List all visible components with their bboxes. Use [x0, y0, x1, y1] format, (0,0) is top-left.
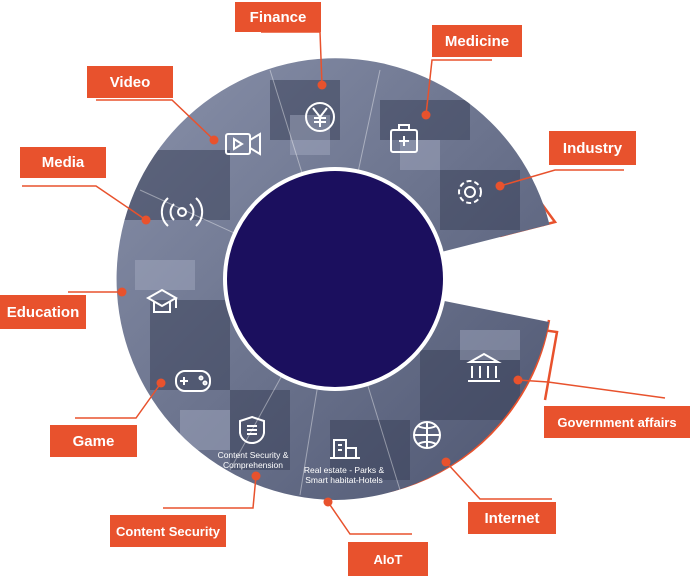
globe-icon [413, 421, 441, 449]
label-video: Video [87, 66, 173, 98]
content-security-wedge-line1: Content Security & [218, 450, 289, 460]
gamepad-icon [175, 370, 211, 392]
building-icon [330, 439, 360, 459]
label-medicine: Medicine [432, 25, 522, 57]
video-camera-icon [225, 132, 261, 156]
medical-kit-icon [390, 124, 418, 153]
label-industry: Industry [549, 131, 636, 165]
leader-dots [117, 80, 523, 507]
label-internet: Internet [468, 502, 556, 534]
label-content-security: Content Security [110, 515, 226, 547]
yen-coin-icon [305, 102, 335, 132]
graduation-cap-icon [145, 288, 179, 313]
government-building-icon [466, 352, 502, 382]
gear-icon [458, 180, 482, 204]
label-media: Media [20, 147, 106, 178]
shield-document-icon [239, 415, 265, 445]
center-circle [223, 167, 447, 391]
label-education: Education [0, 295, 86, 329]
label-game: Game [50, 425, 137, 457]
leader-lines [22, 31, 666, 535]
realestate-wedge-line2: Smart habitat-Hotels [305, 475, 382, 485]
realestate-wedge-line1: Real estate - Parks & [304, 465, 385, 475]
label-finance: Finance [235, 2, 321, 32]
content-security-wedge-line2: Comprehension [223, 460, 283, 470]
label-government-affairs: Government affairs [544, 406, 690, 438]
label-aiot: AIoT [348, 542, 428, 576]
broadcast-icon [160, 197, 204, 227]
